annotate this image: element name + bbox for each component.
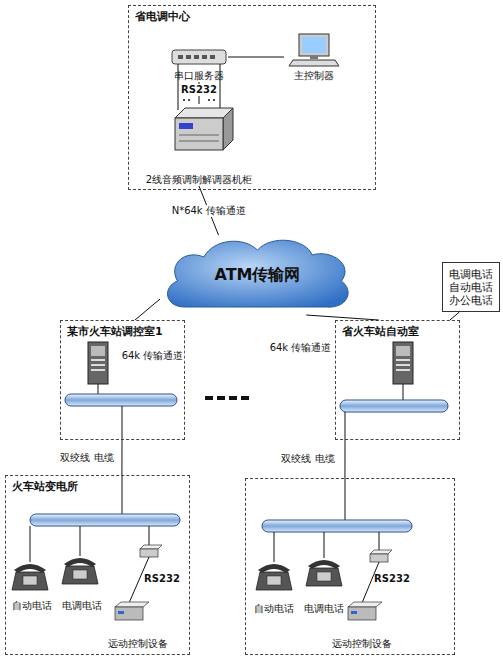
wire [80,526,81,556]
control-device-icon [348,602,382,620]
signal-label: RS232 [144,573,180,584]
node-label: 省火车站自动室 [342,324,419,339]
edge-label: N*64k 传输通道 [171,205,247,217]
node-label: 2线音频调制解调器机柜 [114,174,284,186]
node-label: 电调电话 [278,603,370,615]
wire [379,532,380,550]
edge-label: 双绞线 电缆 [59,452,114,464]
node-label: 省电调中心 [135,9,190,24]
connector [121,440,122,475]
wire [324,532,325,558]
wire [345,478,346,520]
node-label: 主控制器 [264,70,364,82]
node-label: 某市火车站调控室1 [67,324,163,339]
phone-icon [306,560,342,586]
bus-bar [340,400,448,412]
hub-ports [178,55,215,59]
group-box: 火车站变电所自动电话电调电话远动控制设备 [5,475,190,655]
connector [306,315,379,320]
wire [274,532,275,562]
device: 2线音频调制解调器机柜 [134,104,264,186]
node-label: 电调电话 [36,600,128,612]
edge-label: RS232 [180,84,218,96]
wire [403,384,404,400]
device: 串口服务器 [170,32,228,82]
edge-label: 64k 传输通道 [121,350,185,362]
wire [345,412,346,440]
modem-rack [175,108,233,150]
group-box: 省电调中心串口服务器主控制器2线音频调制解调器机柜 [128,5,376,190]
connector [135,299,160,320]
group-box: 自动电话电调电话远动控制设备 [245,478,455,655]
device: 电调电话 [298,550,350,615]
ellipsis-dashes [205,396,249,400]
wire [30,526,31,562]
server-icon [393,342,413,384]
phone-icon [12,564,48,590]
wire [122,475,123,514]
bus-bar [65,394,177,406]
node-label: 远动控制设备 [78,638,198,650]
node-label: 电调电话 自动电话 办公电话 [446,268,496,307]
connector [450,312,459,320]
device: 自动电话 [8,550,56,612]
cloud-outline [168,240,349,307]
network-cloud: ATM传输网 [160,235,355,315]
callout-box: 电调电话 自动电话 办公电话 [442,262,500,312]
node-label: 串口服务器 [150,70,248,82]
hub-icon [172,50,226,64]
group-box: 某市火车站调控室1 [60,320,185,440]
modem-icon [370,550,392,562]
edge-label: 双绞线 电缆 [280,453,335,465]
device: 远动控制设备 [322,598,402,650]
connector [228,57,284,58]
signal-label: RS232 [374,573,410,584]
bus-bar [30,514,180,526]
edge-label: 64k 传输通道 [269,342,333,354]
bus-bar [262,520,412,532]
device: 电调电话 [56,546,108,612]
connector [344,440,345,478]
control-device-icon [115,602,149,620]
wire [98,384,99,394]
server-icon [88,342,108,384]
device: 主控制器 [284,32,344,82]
group-box: 省火车站自动室 [335,320,460,440]
device: 自动电话 [250,553,298,615]
node-label: 远动控制设备 [302,638,422,650]
modem-icon [140,545,162,557]
node-label: 火车站变电所 [12,479,78,494]
node-label: ATM传输网 [215,265,301,286]
device: 远动控制设备 [98,598,178,650]
wire [149,526,150,545]
phone-icon [62,558,98,584]
phone-icon [256,564,292,590]
bundle-dots [183,99,215,101]
computer-icon [289,34,339,66]
wire [122,406,123,440]
